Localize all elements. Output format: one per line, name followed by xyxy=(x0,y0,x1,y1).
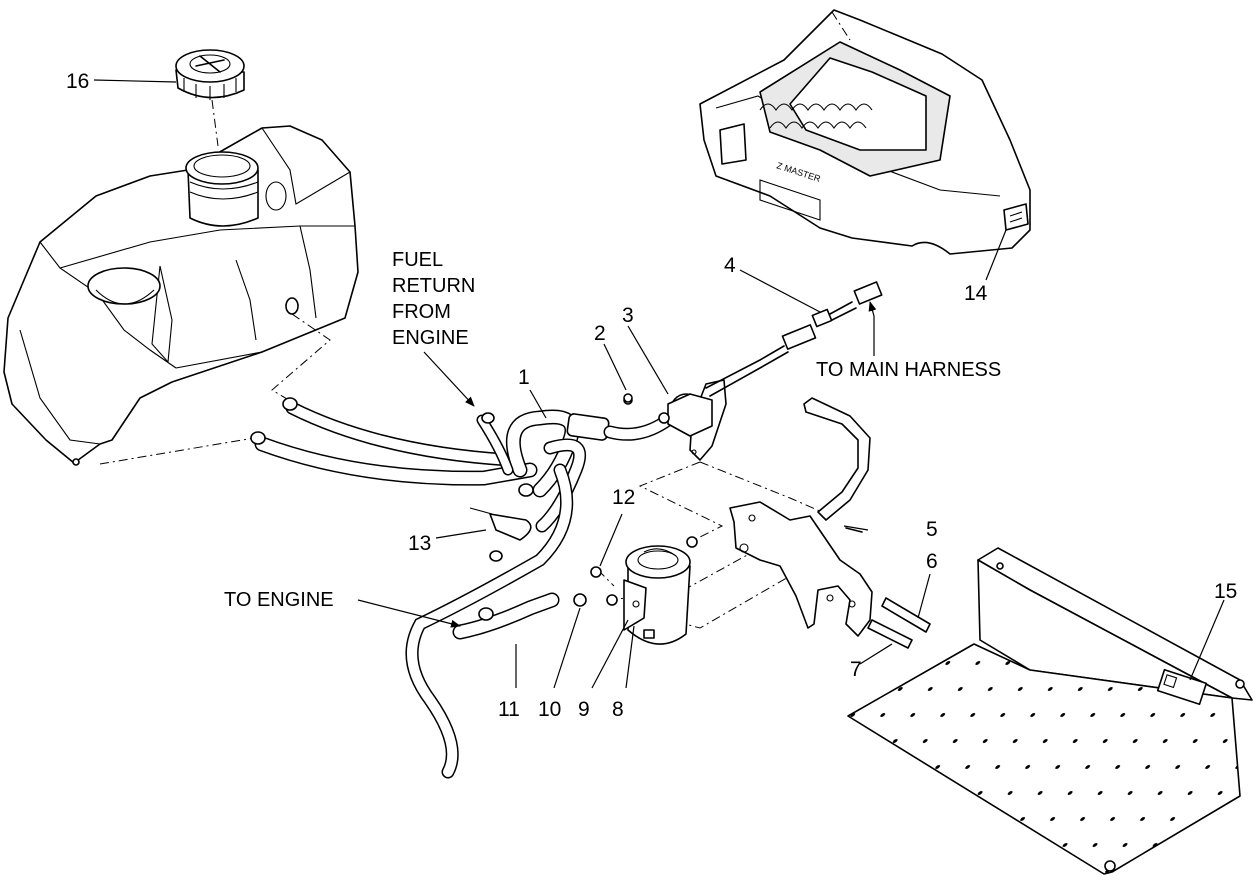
fuel-cap xyxy=(175,49,245,100)
callout-3: 3 xyxy=(622,304,634,327)
callout-7: 7 xyxy=(850,658,862,681)
callout-10: 10 xyxy=(538,698,561,721)
callout-4: 4 xyxy=(724,254,736,277)
note-fuel-return-line-2: RETURN xyxy=(392,275,475,297)
notes: FUEL RETURN FROM ENGINE TO MAIN HARNESS … xyxy=(224,249,1001,611)
callout-14: 14 xyxy=(964,282,988,305)
note-fuel-return-line-4: ENGINE xyxy=(392,327,469,349)
callout-1: 1 xyxy=(518,366,530,389)
callout-2: 2 xyxy=(594,322,606,345)
fuel-tank xyxy=(3,125,359,466)
callout-5: 5 xyxy=(926,518,938,541)
fuel-filter xyxy=(573,393,698,645)
floor-plate xyxy=(847,547,1253,875)
note-to-main-harness: TO MAIN HARNESS xyxy=(816,359,1001,381)
callout-8: 8 xyxy=(612,698,624,721)
callout-11: 11 xyxy=(498,698,520,721)
callout-numbers: 16 1 2 3 4 5 6 7 8 9 10 11 12 13 14 15 xyxy=(66,70,1237,721)
callout-12: 12 xyxy=(612,486,635,509)
fuel-pump xyxy=(623,281,883,461)
callout-9: 9 xyxy=(578,698,590,721)
callout-15: 15 xyxy=(1214,580,1237,603)
callout-6: 6 xyxy=(926,550,938,573)
mounting-bracket xyxy=(729,397,931,649)
console-cover: Z MASTER xyxy=(699,9,1031,255)
note-to-engine: TO ENGINE xyxy=(224,589,334,611)
leader-lines xyxy=(93,79,1225,689)
note-fuel-return-line-3: FROM xyxy=(392,301,451,323)
callout-16: 16 xyxy=(66,70,89,93)
callout-13: 13 xyxy=(408,532,431,555)
fuel-hoses xyxy=(250,397,675,779)
note-fuel-return-line-1: FUEL xyxy=(392,249,443,271)
